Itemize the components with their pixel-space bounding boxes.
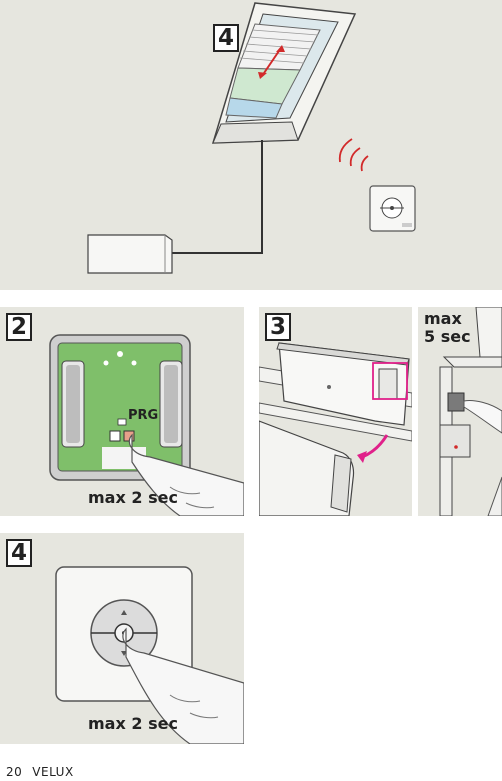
prg-button-label: PRG: [128, 408, 158, 423]
hold-duration-caption: max 2 sec: [88, 714, 178, 733]
step-number-badge: 2: [6, 313, 32, 341]
page-footer: 20 VELUX: [6, 765, 84, 779]
step-2-panel: 2 PRG max 2 sec: [0, 307, 244, 516]
page-number: 20: [6, 765, 22, 779]
wall-switch-press-drawing: [0, 533, 244, 744]
step-number-badge: 4: [6, 539, 32, 567]
hold-duration-caption-line2: 5 sec: [424, 327, 471, 346]
step-4-panel: 4 max 2 sec: [0, 533, 244, 744]
brand-name: VELUX: [32, 765, 73, 779]
step-number-badge: 4: [213, 24, 239, 52]
roof-window-system-drawing: [0, 0, 502, 290]
step-number-badge: 3: [265, 313, 291, 341]
step-3-detail-panel: max 5 sec: [418, 307, 502, 516]
hold-duration-caption-line1: max: [424, 309, 462, 328]
illustration-top-panel: 4: [0, 0, 502, 290]
hold-duration-caption: max 2 sec: [88, 488, 178, 507]
remote-battery-compartment-drawing: [0, 307, 244, 516]
step-3-panel: 3: [259, 307, 412, 516]
